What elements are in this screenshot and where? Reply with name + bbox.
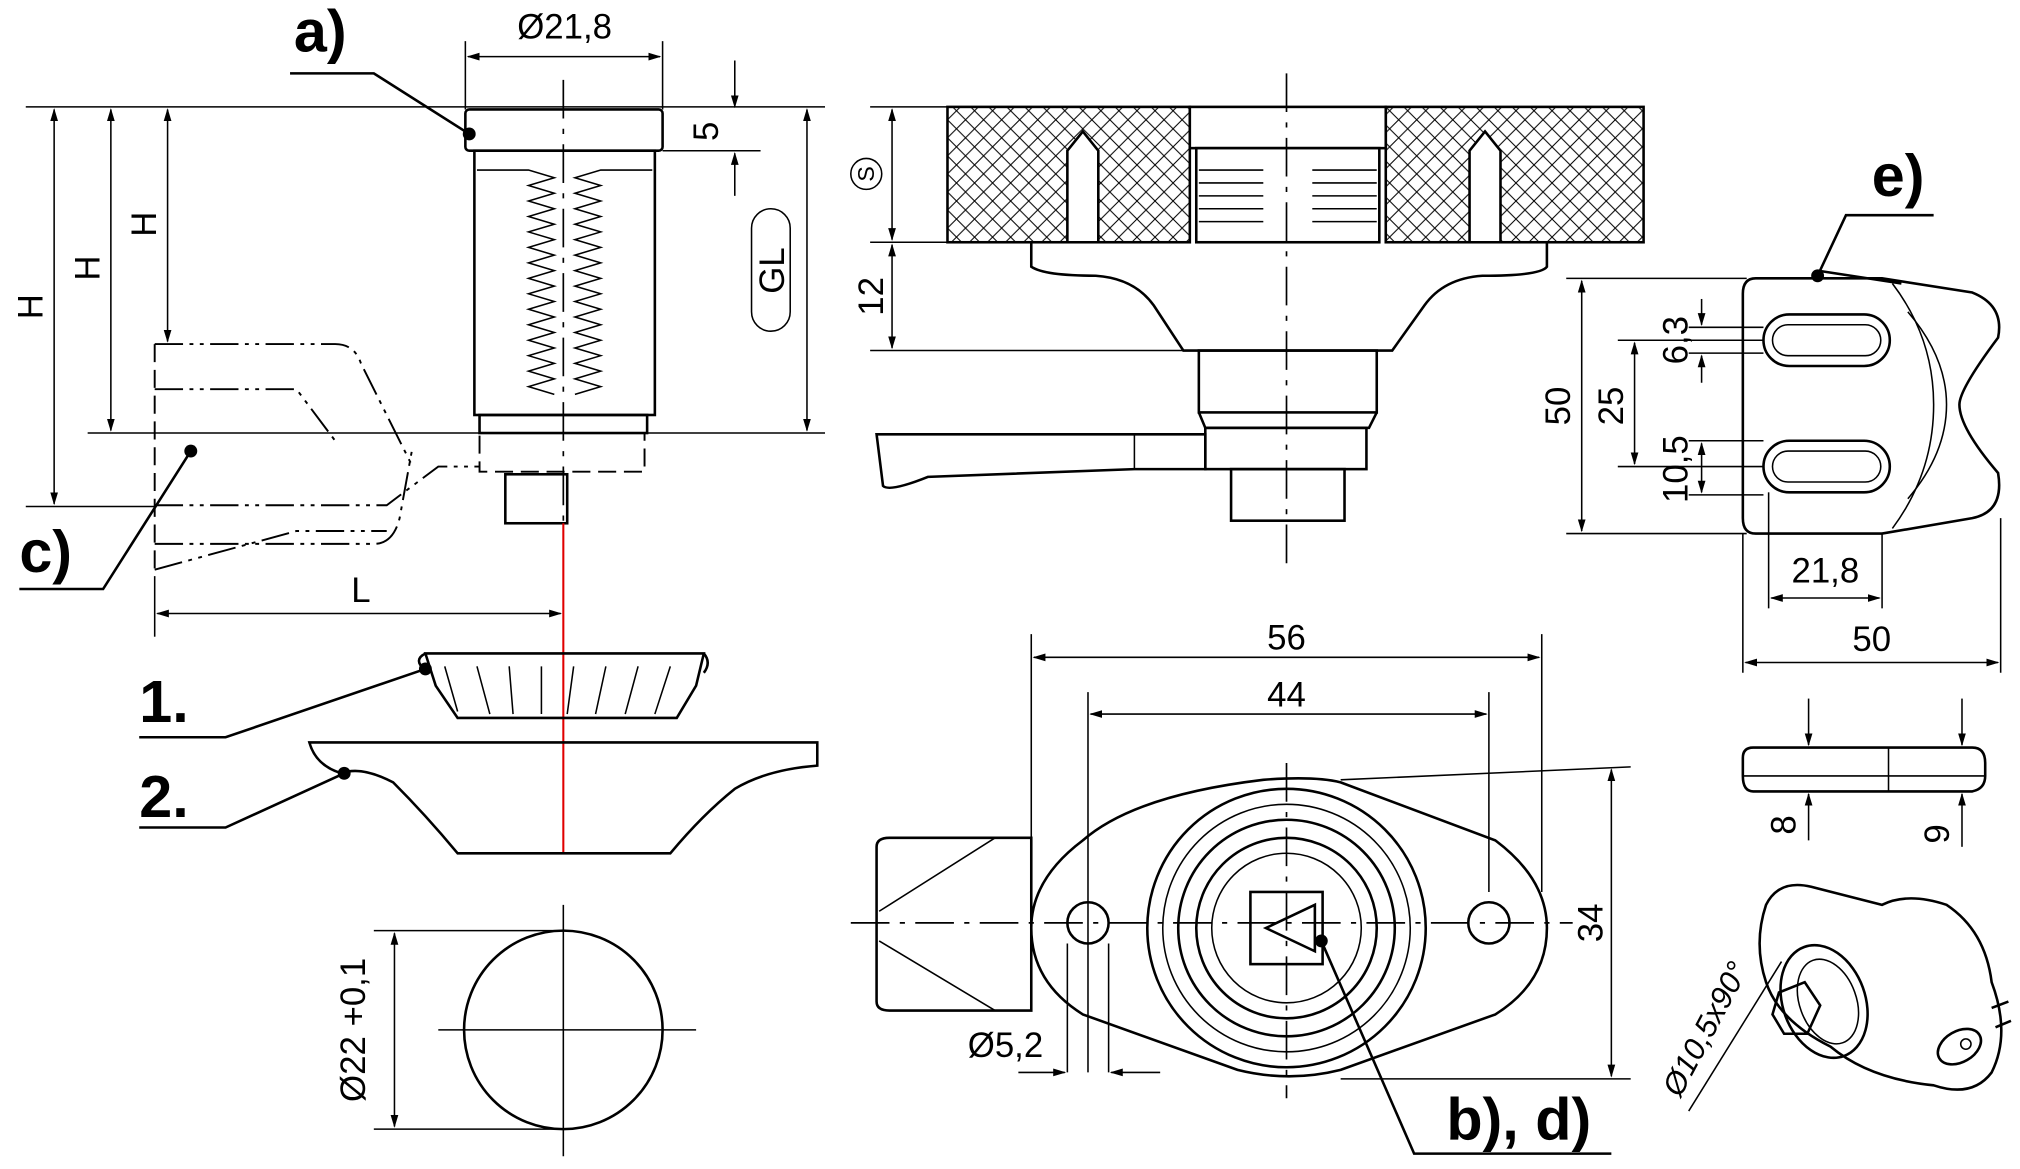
dim-hole-diameter: Ø5,2 <box>968 1026 1043 1065</box>
dim-cam-bore: 21,8 <box>1791 552 1859 591</box>
callout-1: 1. <box>139 668 188 735</box>
dim-height-2: H <box>68 255 107 280</box>
dim-panel-thickness: S <box>853 166 879 181</box>
dim-head-height: 5 <box>687 122 726 141</box>
dim-cutout-diameter: Ø22 +0,1 <box>334 958 373 1102</box>
dim-cam-offset: 10,5 <box>1656 435 1695 503</box>
installed-section-view: S 12 <box>850 73 1645 564</box>
lock-side-view: Ø21,8 5 GL H H H L a) c) <box>12 0 826 854</box>
callout-b-d: b), d) <box>1446 1085 1591 1152</box>
dim-lever-length: L <box>351 571 370 610</box>
panel-cutout: Ø22 +0,1 <box>334 904 697 1157</box>
dim-grip-length: GL <box>753 247 792 293</box>
dim-height-1: H <box>12 294 51 319</box>
dim-cam-height: 50 <box>1539 387 1578 426</box>
washer-and-flange: 1. 2. <box>139 652 819 855</box>
dim-cam-diameter: Ø21,8 <box>517 8 612 47</box>
dim-hole-spacing: 44 <box>1267 675 1306 714</box>
dim-flange-height: 12 <box>852 277 891 316</box>
callout-a: a) <box>294 0 347 64</box>
callout-c: c) <box>19 518 72 585</box>
dim-flange-width: 56 <box>1267 619 1306 658</box>
dim-cam-slot-width: 6,3 <box>1656 316 1695 364</box>
dim-cam-length: 50 <box>1852 620 1891 659</box>
dim-flange-depth: 34 <box>1571 904 1610 943</box>
dim-cam-thickness-end: 9 <box>1918 824 1957 843</box>
dim-cam-slot-spacing: 25 <box>1592 387 1631 426</box>
callout-e: e) <box>1872 142 1925 209</box>
callout-2: 2. <box>139 763 188 830</box>
cam-plate-view: e) 50 25 6,3 10,5 21,8 50 8 9 <box>1539 142 2002 847</box>
dim-cam-thickness: 8 <box>1765 815 1804 834</box>
dim-height-3: H <box>125 212 164 237</box>
lock-front-view: 56 44 34 Ø5,2 b), d) <box>850 619 1631 1155</box>
isometric-view: Ø10,5x90° <box>1655 883 2012 1112</box>
